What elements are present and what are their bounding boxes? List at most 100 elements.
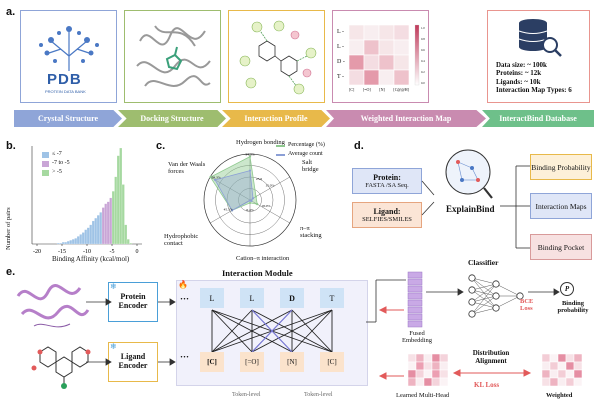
ligand-token: [=O]	[240, 352, 264, 372]
legend-swatch	[276, 153, 285, 156]
radar-point	[248, 169, 252, 172]
fused-embedding-label: Fused Embedding	[402, 330, 432, 345]
heatmap-scale-label: 0.2	[421, 70, 425, 74]
hist-legend: ≤ -7 -7 to -5 > -5	[42, 150, 70, 177]
map-cell	[415, 361, 425, 371]
histogram-bar	[84, 229, 88, 245]
weighted-map-label: Weighted	[546, 392, 573, 399]
legend-item: ≤ -7	[42, 150, 70, 159]
map-cell	[541, 353, 551, 363]
legend-swatch	[42, 151, 49, 158]
heatmap-scale-label: 0.8	[421, 37, 425, 41]
legend-label: Average count	[288, 151, 323, 157]
classifier-edge	[495, 283, 521, 297]
protein-encoder-label: Protein Encoder	[118, 292, 148, 310]
distribution-alignment-label: Distribution Alignment	[472, 349, 510, 365]
protein-input-title: Protein:	[373, 173, 401, 182]
heatmap-scale-label: 0.0	[421, 81, 425, 85]
interaction-radar: 94.3%15.0%18.0%6.4%45.3%99.3%25.6	[203, 153, 297, 247]
fused-embedding-cell	[407, 285, 423, 293]
db-stat: Ligands: ~ 10k	[496, 77, 541, 86]
radar-value-label: 25.6	[256, 177, 262, 181]
map-cell	[423, 361, 433, 371]
map-cell	[573, 361, 583, 371]
histogram-bar	[66, 241, 70, 245]
database-tile: Data size: ~ 100k Proteins: ~ 12k Ligand…	[487, 10, 590, 103]
map-cell	[415, 377, 425, 387]
radar-value-label: 94.3%	[245, 153, 254, 157]
radar-axis-label: Salt bridge	[302, 159, 319, 173]
fused-embedding-cell	[407, 292, 423, 300]
protein-input-sub: FASTA /SA Seq.	[365, 182, 409, 189]
legend-item: Percentage (%)	[276, 141, 325, 150]
heatmap-grid	[348, 24, 420, 86]
classifier-node	[492, 304, 500, 312]
kl-loss-label: KL Loss	[474, 381, 500, 389]
map-cell	[549, 369, 559, 379]
radar-value-label: 6.4%	[246, 208, 253, 212]
classifier-node	[492, 292, 500, 300]
legend-label: ≤ -7	[52, 151, 62, 157]
panel-d-label: d.	[354, 140, 364, 152]
db-stat: Proteins: ~ 12k	[496, 69, 542, 78]
db-stats: Data size: ~ 100k Proteins: ~ 12k Ligand…	[496, 61, 572, 95]
histogram-bar	[106, 201, 110, 245]
map-cell	[557, 369, 567, 379]
kl-arrows	[452, 369, 532, 377]
interaction-diagram-icon	[239, 20, 317, 95]
legend-label: Percentage (%)	[288, 142, 325, 148]
pdb-tagline: PROTEIN DATA BANK	[45, 89, 86, 94]
histogram-bar	[89, 224, 93, 245]
classifier-edge	[471, 283, 497, 315]
legend-item: -7 to -5	[42, 159, 70, 168]
panel-a-label: a.	[6, 6, 16, 18]
classifier-node	[468, 310, 476, 318]
heatmap-row-label: D -	[337, 59, 345, 65]
radar-value-label: 15.0%	[265, 184, 274, 188]
protein-input-box: Protein: FASTA /SA Seq.	[352, 168, 422, 194]
explainbind-network-icon	[421, 149, 530, 249]
radar-value-label: 45.3%	[224, 208, 233, 212]
histogram-bar	[119, 147, 123, 245]
radar-point	[248, 155, 252, 158]
radar-point	[248, 201, 252, 205]
hist-x-tick-label: -5	[110, 249, 115, 255]
map-cell	[573, 377, 583, 387]
radar-axis-label: π–π stacking	[300, 225, 322, 239]
fused-embedding-cell	[407, 278, 423, 286]
histogram-bar	[69, 240, 73, 245]
histogram-bar	[59, 242, 63, 245]
snowflake-icon: ❄	[110, 342, 117, 351]
encoder-output-arrows	[158, 298, 176, 366]
classifier-edge	[471, 295, 497, 315]
map-cell	[549, 361, 559, 371]
classifier-input-arrow	[426, 288, 464, 296]
histogram-bar	[71, 239, 75, 245]
protein-token: L	[200, 288, 224, 308]
radar-point	[256, 203, 259, 206]
learned-map-grid	[407, 353, 449, 387]
learned-map-label: Learned Multi-Head	[396, 392, 450, 399]
ligand-encoder-label: Ligand Encoder	[118, 352, 148, 370]
map-cell	[549, 353, 559, 363]
radar-axis-label: Hydrogen bonding	[236, 139, 285, 146]
db-stat: Interaction Map Types: 6	[496, 86, 572, 95]
map-cell	[407, 361, 417, 371]
heatmap-col-label: [N]	[379, 87, 385, 92]
classifier-node	[468, 274, 476, 282]
hist-x-tick-label: -10	[83, 249, 91, 255]
radar-point	[209, 176, 212, 179]
crystal-structure-tile: PDB PROTEIN DATA BANK	[20, 10, 117, 103]
output-interaction-maps: Interaction Maps	[530, 193, 592, 219]
map-cell	[431, 361, 441, 371]
histogram-bar	[61, 241, 65, 245]
protein-ribbon-icon	[136, 25, 211, 87]
ligand-input-box: Ligand: SELFIES/SMILES	[352, 202, 422, 228]
legend-swatch	[42, 160, 49, 167]
map-cell	[573, 353, 583, 363]
protein-token: T	[320, 288, 344, 308]
legend-label: -7 to -5	[52, 160, 70, 166]
histogram-bar	[94, 217, 98, 245]
encoder-input-arrows	[86, 298, 112, 366]
heatmap-scale-label: 0.6	[421, 48, 425, 52]
